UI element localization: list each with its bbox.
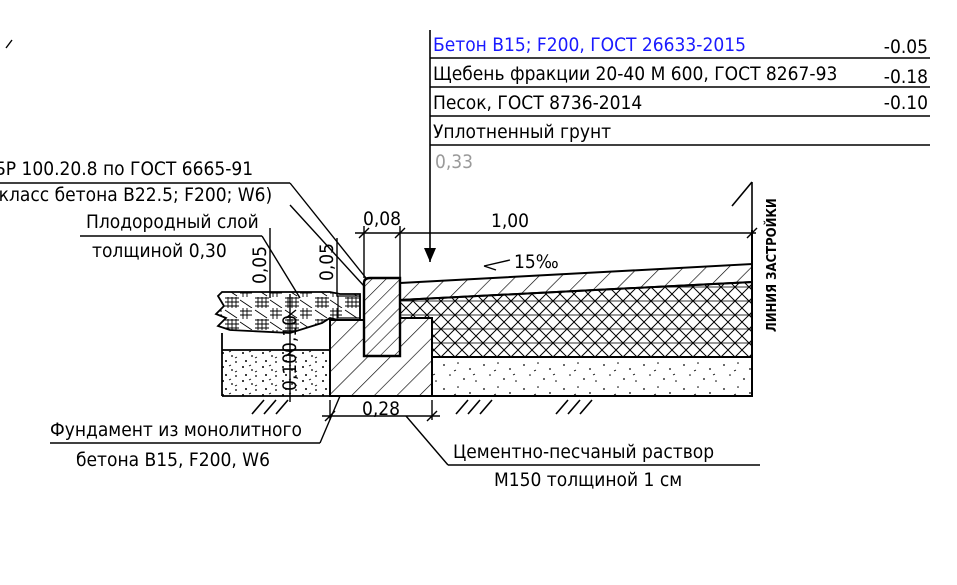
layer-soil-label: Уплотненный грунт [433,121,611,143]
paving-width-dimension: 1,00 [491,210,529,232]
foundation-spec-line1: Фундамент из монолитного [50,419,302,441]
curb-stone [362,276,402,358]
slope-label: 15‰ [514,251,559,273]
foundation-depth-dimension: 0,10 [279,315,301,353]
curb-width-dimension: 0,08 [363,208,401,230]
building-line-label: ЛИНИЯ ЗАСТРОЙКИ [764,198,780,332]
layer-gravel-thickness: -0.18 [884,66,928,88]
foundation-width-dimension: 0,28 [362,398,400,420]
ground-hatch-marks [251,399,593,415]
curb-projection-dimension: 0,05 [316,243,338,281]
layer-gravel-label: Щебень фракции 20-40 М 600, ГОСТ 8267-93 [433,63,837,85]
fertile-step-dimension: 0,05 [249,246,271,284]
layer-sand-thickness: -0.10 [884,92,928,114]
mortar-spec-line2: М150 толщиной 1 см [494,469,682,491]
mortar-spec-line1: Цементно-песчаный раствор [453,441,714,463]
layer-concrete-thickness: -0.05 [884,36,928,58]
total-depth-label: 0,33 [435,151,473,173]
layer-table: Бетон В15; F200, ГОСТ 26633-2015 -0.05 Щ… [424,30,930,262]
left-ground-section [214,291,361,397]
paving-structure [399,181,753,397]
curb-spec-line2: (класс бетона В22.5; F200; W6) [0,184,272,206]
curb-spec-line1: БР 100.20.8 по ГОСТ 6665-91 [0,158,253,180]
dimension-lines [0,182,760,466]
layer-concrete-label: Бетон В15; F200, ГОСТ 26633-2015 [433,34,746,56]
base-depth-dimension: 0,10 [279,353,301,391]
fertile-layer-line1: Плодородный слой [86,211,259,233]
foundation-spec-line2: бетона В15, F200, W6 [76,449,270,471]
fertile-layer-line2: толщиной 0,30 [92,240,227,262]
layer-sand-label: Песок, ГОСТ 8736-2014 [433,92,642,114]
